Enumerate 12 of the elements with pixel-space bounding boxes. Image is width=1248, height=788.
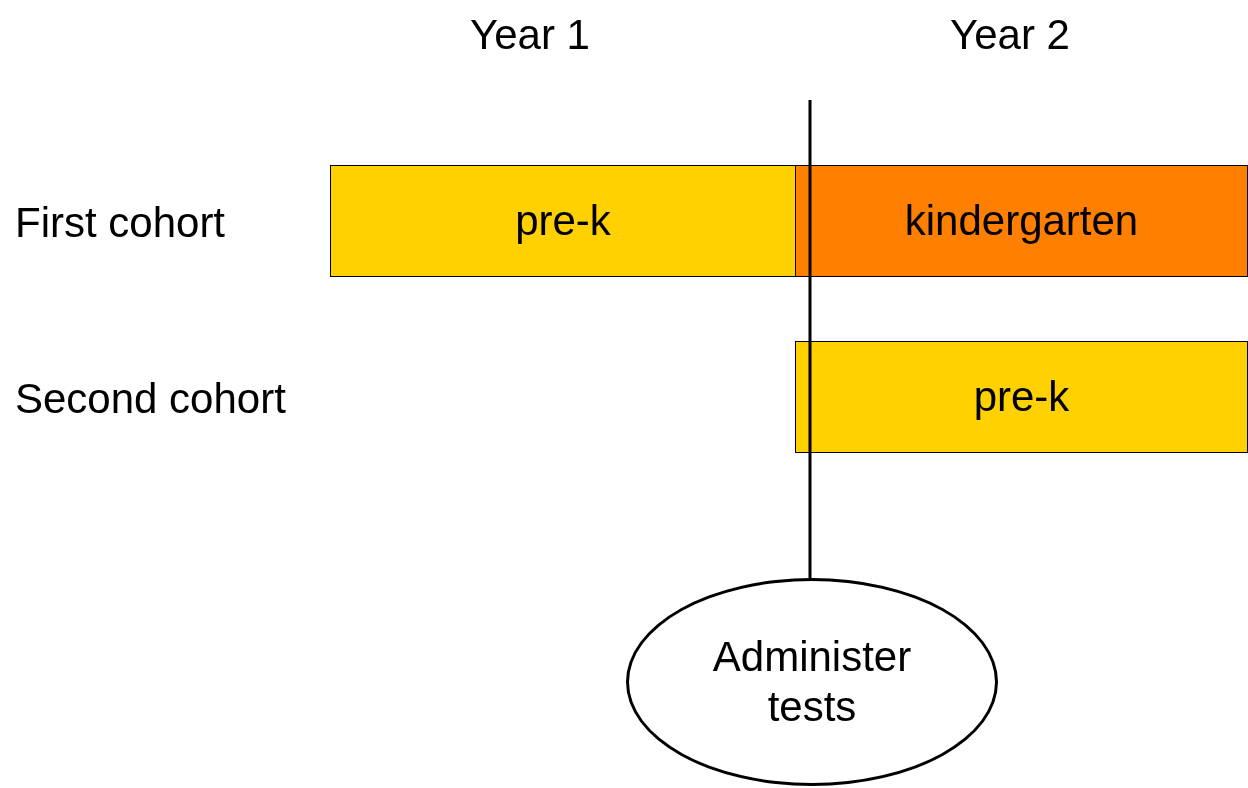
row-label: First cohort	[15, 202, 226, 244]
bar-label: pre-k	[515, 195, 611, 246]
timeline-bar	[795, 165, 1248, 277]
oval-label: Administer tests	[711, 631, 913, 732]
timeline-bar	[795, 341, 1248, 453]
year-label: Year 2	[950, 14, 1070, 56]
timeline-bar	[330, 165, 796, 277]
timeline-marker-line	[808, 100, 812, 578]
bar-label: kindergarten	[904, 195, 1139, 246]
row-label: Second cohort	[15, 378, 286, 420]
bar-label: pre-k	[973, 371, 1070, 422]
year-label: Year 1	[470, 14, 590, 56]
